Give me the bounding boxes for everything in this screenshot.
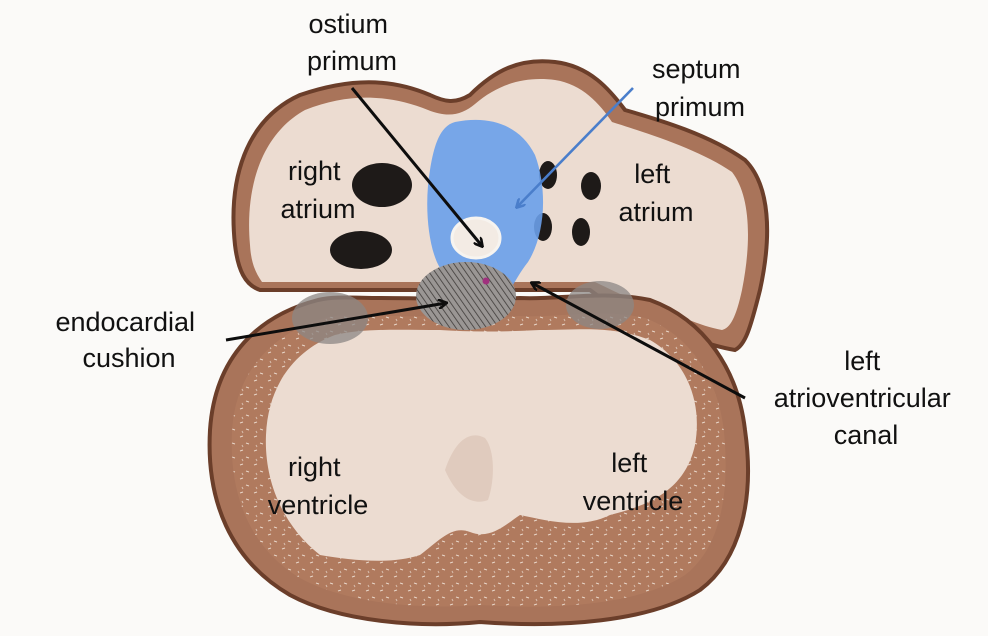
label-left-ventricle: left ventricle [583, 448, 684, 516]
label-right-ventricle: right ventricle [268, 452, 369, 520]
label-left-atrium: left atrium [618, 159, 693, 227]
left-av-shadow [566, 281, 634, 329]
label-septum-primum: septum primum [652, 54, 748, 122]
la-opening-4 [572, 218, 590, 246]
septum-primum [427, 119, 544, 290]
arrow-endocardial-cushion [225, 303, 446, 342]
label-endocardial-cushion: endocardial cushion [55, 307, 202, 373]
arrow-left-av-canal [532, 283, 746, 400]
interventricular-notch [445, 435, 493, 502]
la-opening-2 [581, 172, 601, 200]
arrow-septum-primum [517, 87, 634, 207]
cushion-dot [482, 277, 490, 285]
arrow-ostium-primum [350, 87, 482, 246]
right-av-shadow [292, 292, 368, 344]
endocardial-cushion [416, 262, 516, 330]
label-right-atrium: right atrium [280, 156, 355, 224]
label-ostium-primum: ostium primum [307, 9, 397, 76]
ra-opening-lower [330, 231, 392, 269]
label-left-atrioventricular-canal: left atrioventricular canal [774, 346, 959, 450]
ra-opening-upper [352, 163, 412, 207]
